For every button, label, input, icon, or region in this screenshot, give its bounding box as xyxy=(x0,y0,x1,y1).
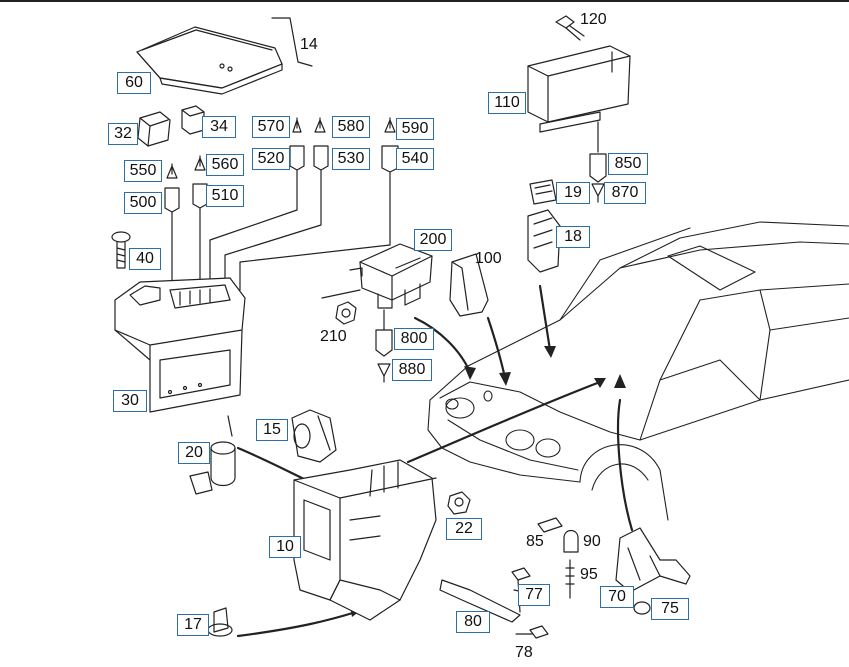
screw-40-drawing xyxy=(111,231,131,269)
cap-22-drawing xyxy=(447,491,471,515)
callout-75: 75 xyxy=(651,598,689,620)
bracket-14-drawing xyxy=(271,17,313,67)
callout-20: 20 xyxy=(178,442,210,464)
small-parts-drawings xyxy=(439,517,579,639)
label-100: 100 xyxy=(475,250,502,267)
callout-32: 32 xyxy=(108,123,138,145)
relay-34-drawing xyxy=(181,105,205,135)
sensor-17-drawing xyxy=(207,607,233,637)
top-border-line xyxy=(0,0,849,2)
callout-19: 19 xyxy=(556,182,590,204)
callout-500: 500 xyxy=(124,192,162,214)
callout-77: 77 xyxy=(518,584,550,606)
callout-550: 550 xyxy=(124,160,162,182)
callout-22: 22 xyxy=(446,518,482,540)
label-14: 14 xyxy=(300,36,318,53)
fuse-800-880-drawing xyxy=(375,309,393,383)
module-200-drawing xyxy=(321,243,433,309)
callout-530: 530 xyxy=(332,148,370,170)
pump-20-drawing xyxy=(189,415,236,495)
label-78: 78 xyxy=(515,644,533,661)
callout-560: 560 xyxy=(206,154,244,176)
callout-880: 880 xyxy=(392,359,432,381)
callout-17: 17 xyxy=(177,614,209,636)
callout-80: 80 xyxy=(456,611,490,633)
label-120: 120 xyxy=(580,11,607,28)
callout-34: 34 xyxy=(202,116,236,138)
label-210: 210 xyxy=(320,328,347,345)
control-unit-60-drawing xyxy=(136,26,283,95)
screw-120-drawing xyxy=(555,15,585,41)
callout-18: 18 xyxy=(556,226,590,248)
label-85: 85 xyxy=(526,533,544,550)
fuse-drawings xyxy=(164,117,399,213)
callout-40: 40 xyxy=(129,248,161,270)
callout-510: 510 xyxy=(206,185,244,207)
callout-60: 60 xyxy=(117,72,151,94)
callout-570: 570 xyxy=(252,116,290,138)
callout-10: 10 xyxy=(269,536,301,558)
callout-850: 850 xyxy=(608,153,648,175)
callout-580: 580 xyxy=(332,116,370,138)
washer-reservoir-10-drawing xyxy=(293,459,437,621)
bracket-70-drawing xyxy=(615,527,691,615)
callout-70: 70 xyxy=(600,586,634,608)
leader-lines xyxy=(171,121,599,291)
callout-590: 590 xyxy=(396,118,434,140)
connector-drawings xyxy=(527,153,607,273)
label-95: 95 xyxy=(580,566,598,583)
callout-15: 15 xyxy=(256,419,288,441)
module-100-drawing xyxy=(449,253,489,317)
relay-32-drawing xyxy=(137,111,171,147)
callout-110: 110 xyxy=(488,92,526,114)
callout-30: 30 xyxy=(113,390,147,412)
callout-200: 200 xyxy=(414,229,452,251)
label-90: 90 xyxy=(583,533,601,550)
callout-800: 800 xyxy=(394,328,434,350)
fuse-box-30-drawing xyxy=(114,277,246,413)
nut-210-drawing xyxy=(335,301,357,325)
control-module-110-drawing xyxy=(527,45,631,133)
callout-870: 870 xyxy=(604,182,646,204)
callout-540: 540 xyxy=(396,148,434,170)
callout-520: 520 xyxy=(252,148,290,170)
pump-15-drawing xyxy=(291,409,337,463)
